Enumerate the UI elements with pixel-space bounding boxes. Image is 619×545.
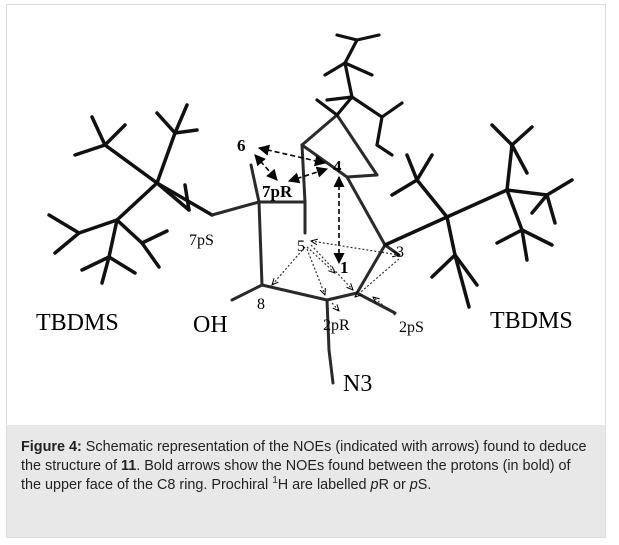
figure-caption: Figure 4: Schematic representation of th… — [7, 425, 605, 537]
atom-label-2pR: 2pR — [323, 317, 350, 334]
tbdms-right-label: TBDMS — [490, 308, 573, 334]
tbdms-left-skeleton — [47, 103, 214, 285]
caption-pS-italic: p — [409, 477, 418, 493]
caption-text-part-1: Schematic representation of the NOEs (in… — [21, 439, 587, 474]
noe-arrows-bold — [254, 144, 345, 265]
caption-pR-rest: R or — [378, 477, 410, 493]
tbdms-left-label: TBDMS — [36, 310, 119, 336]
molecule-figure: TBDMS OH TBDMS N3 6 4 7pR 7pS 5 3 1 8 2p… — [7, 5, 605, 423]
atom-label-6: 6 — [237, 136, 246, 155]
atom-label-4: 4 — [333, 157, 342, 176]
molecule-drawing: TBDMS OH TBDMS N3 6 4 7pR 7pS 5 3 1 8 2p… — [36, 33, 574, 397]
caption-superscript: 1 — [272, 475, 278, 487]
atom-label-3: 3 — [396, 244, 404, 261]
caption-pS-rest: S. — [417, 477, 432, 493]
caption-text-part-2: . Bold arrows show the NOEs found betwee… — [21, 458, 571, 493]
c8-ring-skeleton — [210, 113, 401, 385]
azide-label: N3 — [343, 371, 372, 397]
caption-label: Figure 4: — [21, 439, 82, 455]
atom-label-8: 8 — [257, 296, 265, 313]
atom-label-2pS: 2pS — [399, 319, 424, 336]
atom-label-1: 1 — [340, 258, 349, 277]
tbdms-right-skeleton — [383, 123, 574, 309]
caption-text: Figure 4: Schematic representation of th… — [21, 438, 593, 495]
atom-label-7pS: 7pS — [189, 232, 214, 249]
caption-text-part-3: H are labelled — [277, 477, 371, 493]
hydroxyl-label: OH — [193, 312, 228, 338]
atom-label-7pR: 7pR — [262, 182, 293, 201]
atom-label-5: 5 — [297, 238, 305, 255]
upper-silyl-skeleton — [315, 33, 404, 157]
caption-pR-italic: p — [370, 477, 379, 493]
noe-arrows-dotted — [272, 241, 399, 316]
caption-compound-number: 11 — [120, 458, 137, 474]
figure-frame: TBDMS OH TBDMS N3 6 4 7pR 7pS 5 3 1 8 2p… — [6, 4, 606, 538]
